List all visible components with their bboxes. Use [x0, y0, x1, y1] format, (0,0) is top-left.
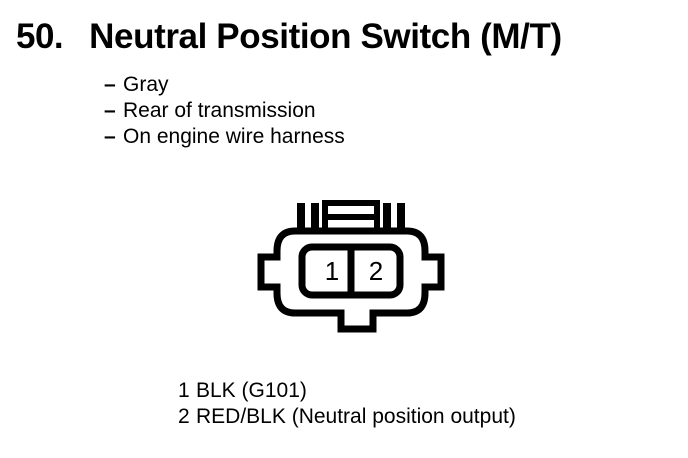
- list-item-label: Gray: [123, 73, 169, 96]
- connector-latch-slot: [328, 214, 374, 220]
- dash-icon: –: [104, 125, 116, 148]
- connector-top-post-left-b: [311, 203, 319, 231]
- legend-pin-description: RED/BLK (Neutral position output): [196, 405, 516, 428]
- spec-list: – Gray – Rear of transmission – On engin…: [104, 72, 524, 150]
- legend-row: 1 BLK (G101): [178, 378, 658, 404]
- legend-pin-number: 1: [178, 379, 190, 402]
- list-item: – Gray: [104, 72, 524, 98]
- connector-illustration: 1 2: [257, 200, 445, 333]
- connector-body-outline: [257, 227, 445, 333]
- pin-legend: 1 BLK (G101) 2 RED/BLK (Neutral position…: [178, 378, 658, 430]
- dash-icon: –: [104, 99, 116, 122]
- page-title: 50. Neutral Position Switch (M/T): [16, 17, 676, 59]
- dash-icon: –: [104, 73, 116, 96]
- connector-top-post-left-a: [297, 203, 305, 231]
- connector-diagram: 1 2: [255, 195, 447, 347]
- item-number: 50.: [16, 17, 64, 56]
- pin-number-2: 2: [369, 256, 383, 286]
- legend-row: 2 RED/BLK (Neutral position output): [178, 404, 658, 430]
- connector-top-post-right-b: [397, 203, 405, 231]
- list-item-label: On engine wire harness: [123, 125, 345, 148]
- legend-pin-description: BLK (G101): [196, 379, 307, 402]
- connector-top-post-right-a: [383, 203, 391, 231]
- pin-number-1: 1: [325, 256, 339, 286]
- list-item: – On engine wire harness: [104, 124, 524, 150]
- list-item: – Rear of transmission: [104, 98, 524, 124]
- list-item-label: Rear of transmission: [123, 99, 316, 122]
- legend-pin-number: 2: [178, 405, 190, 428]
- item-title: Neutral Position Switch (M/T): [89, 17, 562, 56]
